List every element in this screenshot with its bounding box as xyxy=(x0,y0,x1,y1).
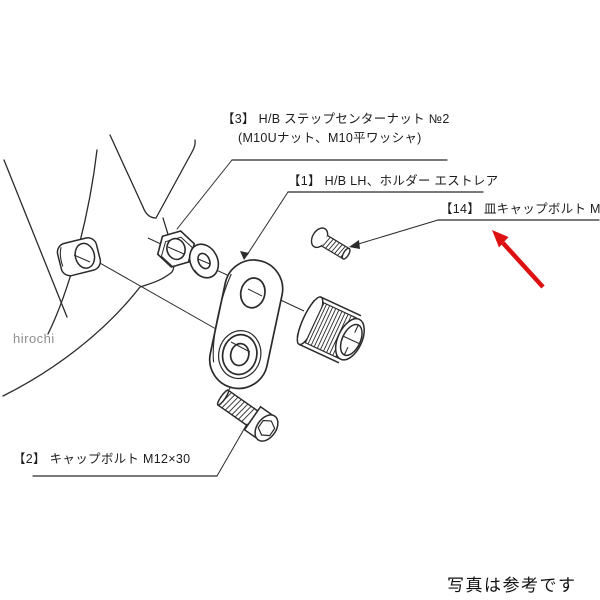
label-part3-line2: (M10Uナット、M10平ワッシャ) xyxy=(238,131,422,145)
cap-bolt xyxy=(216,389,279,442)
label-part1: 【1】 H/B LH、ホルダー エストレア xyxy=(288,174,499,188)
watermark-hirochi: hirochi xyxy=(13,331,55,346)
step-joint-spline xyxy=(296,296,365,364)
leader-arrowheads xyxy=(240,240,360,260)
flat-washer xyxy=(188,243,220,279)
label-part2: 【2】 キャップボルト M12×30 xyxy=(13,452,191,466)
step-holder-plate xyxy=(208,259,284,390)
label-part3-line1: 【3】 H/B ステップセンターナット №2 xyxy=(222,112,450,126)
red-pointer-arrow xyxy=(492,230,545,289)
leader-lines xyxy=(32,159,600,477)
photo-reference-note: 写真は参考です xyxy=(447,576,577,595)
flat-head-screw xyxy=(310,227,351,260)
frame-mount-boss xyxy=(56,237,102,277)
label-part14: 【14】 皿キャップボルト M6×25 xyxy=(440,202,600,216)
